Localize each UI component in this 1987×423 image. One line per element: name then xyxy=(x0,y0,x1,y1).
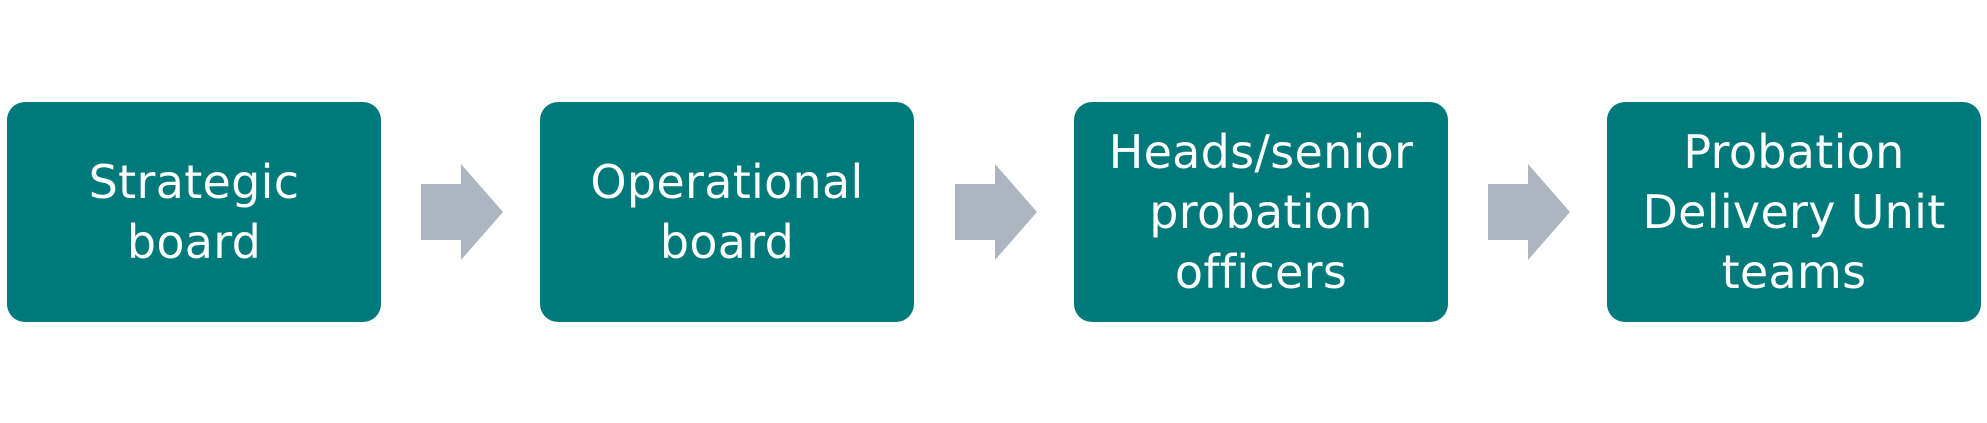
step-box-probation-delivery-unit-teams: Probation Delivery Unit teams xyxy=(1607,102,1981,322)
right-arrow-icon xyxy=(955,164,1037,260)
right-arrow-icon xyxy=(1488,164,1570,260)
step-label: Heads/senior probation officers xyxy=(1108,125,1414,299)
step-label: Operational board xyxy=(590,155,864,269)
step-label: Strategic board xyxy=(88,155,300,269)
step-box-heads-senior-probation-officers: Heads/senior probation officers xyxy=(1074,102,1448,322)
step-box-strategic-board: Strategic board xyxy=(7,102,381,322)
right-arrow-icon xyxy=(421,164,503,260)
step-label: Probation Delivery Unit teams xyxy=(1642,125,1946,299)
step-box-operational-board: Operational board xyxy=(540,102,914,322)
